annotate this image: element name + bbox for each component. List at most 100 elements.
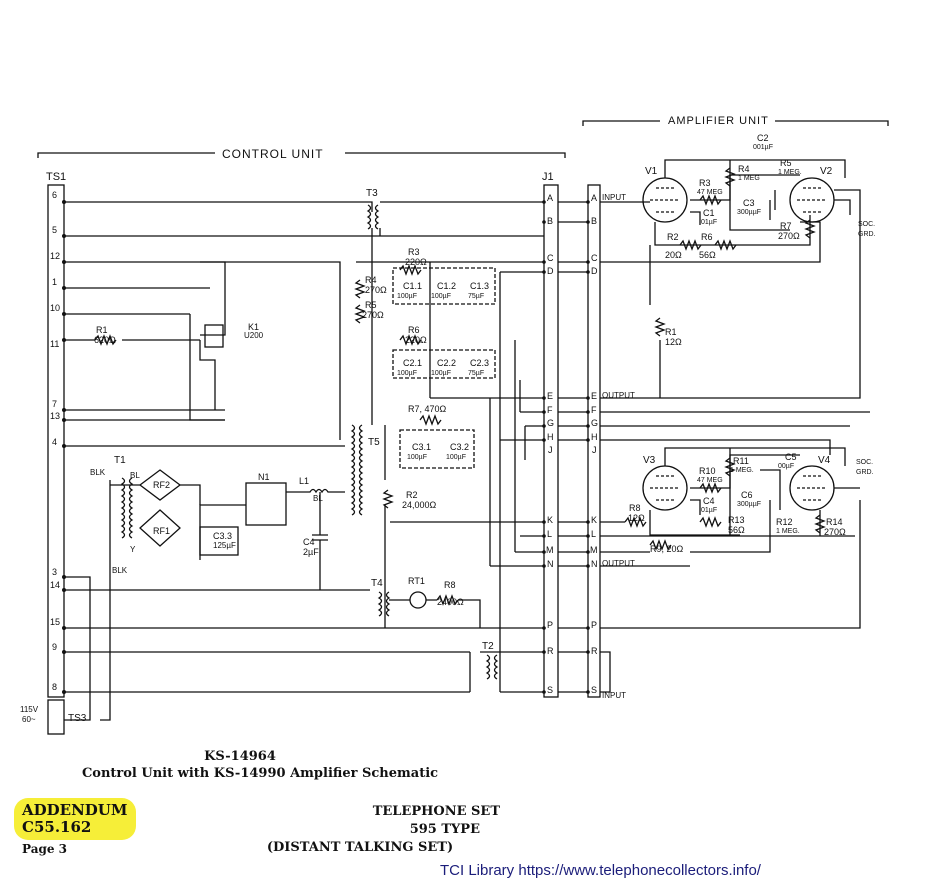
ts1-terminal-dot [62,312,66,316]
pin-dot [542,410,546,414]
pin-dot [586,260,590,264]
c21-value: 100µF [397,370,417,377]
pin-dot [542,564,546,568]
pin-dot [542,396,546,400]
c4-value: 2µF [303,547,319,557]
pin-dot [542,424,546,428]
output-label-top: OUTPUT [602,391,635,400]
amp-c1-label: C1 [703,208,715,218]
pin-dot [586,396,590,400]
j1-pin: S [547,685,554,695]
pin-dot [586,564,590,568]
amp-r3-label: R3 [699,178,711,188]
amp-r12-value: 1 MEG. [776,528,800,535]
pin-dot [542,520,546,524]
c23-value: 75µF [468,370,485,377]
c33-value: 125µF [213,541,236,550]
amp-r10-label: R10 [699,466,716,476]
ts1-terminal: 7 [52,399,58,409]
pin-dot [586,534,590,538]
c31-value: 100µF [407,454,427,461]
amp-c5-value: 00µF [778,463,795,470]
pin-dot [586,626,590,630]
c2-label: C2 [757,133,769,143]
amp-pin: A [591,193,598,203]
j1-pin: B [547,216,554,226]
j1-pin: D [547,266,554,276]
j1-pin: L [547,529,553,539]
c33-label: C3.3 [213,531,233,541]
pin-dot [586,690,590,694]
amp-c4-value: 01µF [701,507,718,514]
amp-r5-label: R5 [780,158,792,168]
pin-dot [542,690,546,694]
amp-c6-value: 300µµF [737,501,762,508]
amp-r6-label: R6 [701,232,713,242]
pin-dot [586,550,590,554]
tci-library-link[interactable]: TCI Library https://www.telephonecollect… [440,862,761,879]
amp-r1-label: R1 [665,327,677,337]
amp-pin: F [591,405,597,415]
ts1-terminal: 1 [52,277,58,287]
k1-value: U200 [244,331,264,340]
amp-r14-label: R14 [826,517,843,527]
ts1-terminal: 8 [52,682,58,692]
pin-dot [542,650,546,654]
addendum-line2: C55.162 [22,818,92,836]
c11-value: 100µF [397,293,417,300]
t1-blk-label: BLK [90,468,106,477]
j1-pin: G [547,418,555,428]
t3-label: T3 [366,188,378,199]
amp-pin: H [591,432,598,442]
c31-label: C3.1 [412,442,432,452]
ts1-terminal: 14 [50,580,61,590]
rf2-label: RF2 [153,480,171,490]
l1-label: L1 [299,476,310,486]
amp-r9-label: R9, 20Ω [650,544,684,554]
pin-dot [542,270,546,274]
amp-pin: L [591,529,597,539]
ts1-terminal: 13 [50,411,61,421]
amp-c4-label: C4 [703,496,715,506]
amp-pin: N [591,559,598,569]
ts1-terminal-dot [62,690,66,694]
amp-pin: C [591,253,598,263]
amp-r13-label: R13 [728,515,745,525]
amp-r6-value: 56Ω [699,250,716,260]
j1-pin: R [547,646,554,656]
output-label-bottom: OUTPUT [602,559,635,568]
amp-pin: J [592,445,597,455]
n1-label: N1 [258,472,270,482]
r2-value: 24,000Ω [402,500,437,510]
title-line3: (DISTANT TALKING SET) [266,840,454,855]
j1-pin: A [547,193,554,203]
j1-pin: F [547,405,553,415]
r2-label: R2 [406,490,418,500]
r3-label: R3 [408,247,420,257]
addendum-line1: ADDENDUM [22,801,128,819]
title-line1: TELEPHONE SET [372,804,500,819]
amp-r4-value: 1 MEG [738,175,760,182]
j1-pin: H [547,432,554,442]
ts1-terminal-dot [62,650,66,654]
ts1-terminal: 10 [50,303,61,313]
amp-r4-label: R4 [738,164,750,174]
amp-r2-label: R2 [667,232,679,242]
k1-label: K1 [248,322,260,332]
pin-dot [586,520,590,524]
c22-value: 100µF [431,370,451,377]
ts3-label: TS3 [68,713,87,724]
amp-r11-value: 1 MEG. [730,467,754,474]
amp-r11-label: R11 [733,456,749,466]
page-number: Page 3 [22,842,68,856]
c13-value: 75µF [468,293,485,300]
pin-dot [542,220,546,224]
c2-value: 001µF [753,144,773,151]
v2-label: V2 [820,166,833,177]
t1-bl-label: BL [130,471,140,480]
j1-pin: M [546,545,554,555]
amp-c3-value: 300µµF [737,209,762,216]
ts1-terminal-dot [62,260,66,264]
ts1-terminal-dot [62,444,66,448]
